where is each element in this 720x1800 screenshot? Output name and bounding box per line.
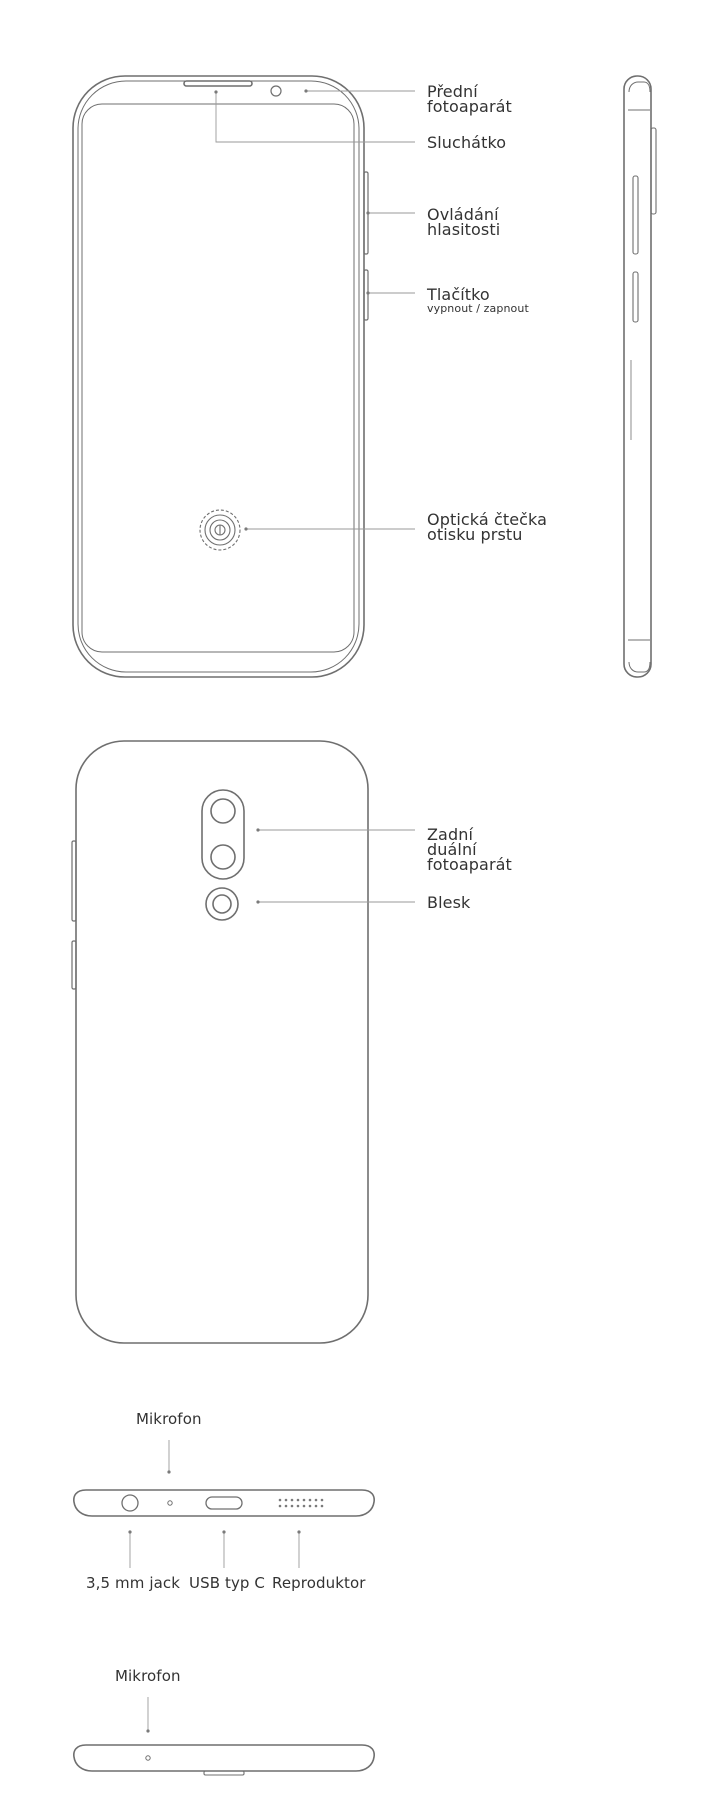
phone-side-view: [623, 75, 657, 678]
label-volume-line-2: hlasitosti: [427, 220, 501, 239]
top-mic-hole: [145, 1755, 151, 1761]
label-power: Tlačítko vypnout / zapnout: [427, 285, 529, 316]
back-power-button: [71, 940, 77, 990]
label-usb: USB typ C: [189, 1574, 265, 1592]
label-speaker: Reproduktor: [272, 1574, 366, 1592]
flash-lamp: [212, 894, 232, 914]
label-usb-text: USB typ C: [189, 1574, 265, 1592]
dual-camera-module: [201, 789, 245, 880]
top-edge-outline: [73, 1744, 375, 1772]
headphone-jack-port: [121, 1494, 139, 1512]
label-volume: Ovládání hlasitosti: [427, 205, 501, 239]
leader-dots: [128, 89, 370, 1733]
label-power-subtitle: vypnout / zapnout: [427, 302, 529, 315]
label-rear-camera-line-3: fotoaparát: [427, 855, 512, 874]
rear-camera-lens-top: [210, 798, 236, 824]
flash-outer-ring: [205, 887, 239, 921]
label-top-mic: Mikrofon: [115, 1667, 181, 1685]
phone-top-view: [73, 1744, 375, 1776]
back-body-outline: [75, 740, 369, 1344]
label-power-title: Tlačítko: [427, 285, 490, 304]
label-jack: 3,5 mm jack: [86, 1574, 180, 1592]
label-fingerprint: Optická čtečka otisku prstu: [427, 510, 548, 544]
label-rear-camera: Zadní duální fotoaparát: [427, 825, 512, 874]
side-bottom-curve: [628, 661, 651, 673]
label-earpiece-text: Sluchátko: [427, 133, 507, 152]
leader-earpiece: [215, 92, 415, 143]
front-body-inner-outline: [77, 80, 360, 673]
fingerprint-icon: [199, 509, 241, 551]
side-volume-button: [632, 175, 639, 255]
label-fingerprint-line-2: otisku prstu: [427, 525, 523, 544]
side-power-button: [632, 271, 639, 323]
bottom-mic-hole: [167, 1500, 173, 1506]
label-flash: Blesk: [427, 893, 471, 912]
label-fingerprint-line-1: Optická čtečka: [427, 510, 548, 529]
label-bottom-mic: Mikrofon: [136, 1410, 202, 1428]
phone-bottom-view: [73, 1489, 375, 1517]
usb-c-port: [205, 1496, 243, 1510]
label-bottom-mic-text: Mikrofon: [136, 1410, 202, 1428]
label-front-camera-line-2: fotoaparát: [427, 97, 512, 116]
speaker-grille: [278, 1498, 324, 1508]
label-jack-text: 3,5 mm jack: [86, 1574, 181, 1592]
label-rear-camera-line-2: duální: [427, 840, 477, 859]
back-volume-button: [71, 840, 77, 922]
front-camera-lens: [270, 85, 282, 97]
label-front-camera-line-1: Přední: [427, 82, 478, 101]
earpiece-slot: [183, 80, 253, 87]
label-top-mic-text: Mikrofon: [115, 1667, 181, 1685]
label-flash-text: Blesk: [427, 893, 471, 912]
rear-camera-lens-bottom: [210, 844, 236, 870]
label-front-camera: Přední fotoaparát: [427, 82, 512, 116]
phone-front-view: [72, 75, 369, 678]
leader-lines: [129, 90, 415, 1731]
phone-back-view: [71, 740, 369, 1344]
bottom-edge-outline: [73, 1489, 375, 1517]
label-speaker-text: Reproduktor: [272, 1574, 366, 1592]
side-camera-bump: [650, 127, 657, 215]
power-button: [363, 269, 369, 321]
top-edge-button: [203, 1770, 245, 1776]
front-screen: [81, 103, 355, 653]
front-body-outline: [72, 75, 365, 678]
side-body-outline: [623, 75, 652, 678]
label-earpiece: Sluchátko: [427, 133, 507, 152]
label-rear-camera-line-1: Zadní: [427, 825, 474, 844]
side-top-curve: [628, 81, 651, 93]
label-volume-line-1: Ovládání: [427, 205, 499, 224]
